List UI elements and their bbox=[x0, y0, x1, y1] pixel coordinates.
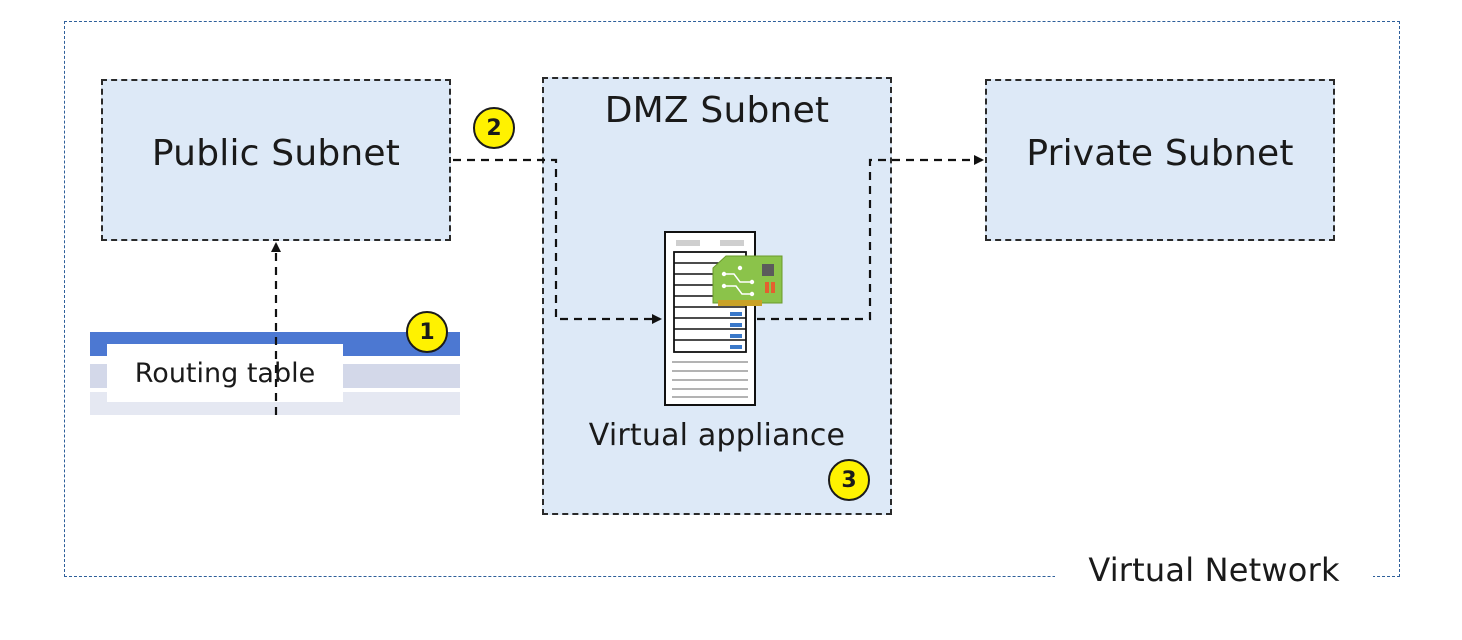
route-arrow-public-to-appliance bbox=[453, 158, 662, 324]
circuit-board-icon bbox=[712, 255, 783, 306]
step-badge-1: 1 bbox=[406, 311, 448, 353]
public-subnet bbox=[101, 79, 451, 241]
private-subnet-label: Private Subnet bbox=[1026, 133, 1294, 174]
route-arrow-appliance-to-private bbox=[757, 155, 984, 321]
dmz-subnet-label: DMZ Subnet bbox=[604, 90, 830, 131]
virtual-appliance-label: Virtual appliance bbox=[588, 418, 846, 453]
step-badge-3: 3 bbox=[828, 459, 870, 501]
step-badge-2: 2 bbox=[473, 107, 515, 149]
server-rack-icon bbox=[664, 231, 756, 406]
public-subnet-label: Public Subnet bbox=[151, 133, 401, 174]
private-subnet bbox=[985, 79, 1335, 241]
virtual-network-boundary bbox=[64, 21, 1400, 577]
routing-table-label: Routing table bbox=[107, 344, 343, 402]
virtual-network-label: Virtual Network bbox=[1055, 542, 1373, 598]
